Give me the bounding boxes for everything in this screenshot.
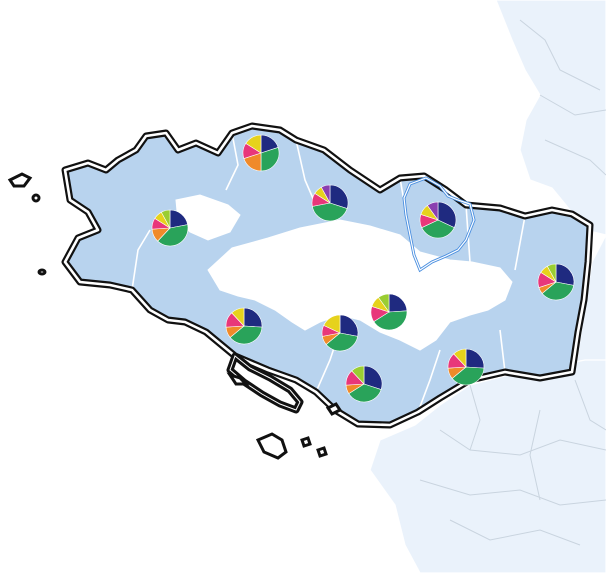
pie-slice-lime [351, 365, 365, 385]
zone-pie-charts [151, 134, 575, 403]
pie-slice-violet [427, 201, 439, 221]
island-west [31, 193, 41, 203]
pie-slice-green [260, 147, 280, 172]
neighbour-border-lines [419, 19, 606, 546]
pie-slice-yellow [245, 134, 262, 154]
pie-chart-zone-6[interactable] [225, 307, 263, 345]
pie-slice-navy [555, 263, 575, 286]
pie-slice-yellow [453, 348, 467, 368]
pie-slice-navy [465, 348, 485, 369]
pie-chart-zone-5[interactable] [537, 263, 575, 301]
pie-chart-zone-7[interactable] [321, 314, 359, 352]
pie-slice-navy [363, 365, 383, 390]
pie-slice-lime [160, 209, 171, 229]
pie-chart-zone-4[interactable] [419, 201, 457, 239]
coastline-inner-line [63, 124, 592, 427]
pie-slice-yellow [231, 307, 245, 327]
pie-slice-green [348, 383, 382, 403]
pie-slice-green [421, 219, 455, 239]
islands [7, 172, 343, 460]
pie-slice-violet [320, 184, 331, 204]
pie-chart-zone-10[interactable] [345, 365, 383, 403]
pie-slice-green [311, 202, 348, 222]
central-unshaded-area [207, 219, 513, 351]
pie-slice-green [157, 224, 189, 247]
pie-slice-green [451, 366, 485, 386]
pie-slice-green [325, 332, 359, 352]
pie-slice-navy [339, 314, 359, 337]
pie-slice-navy [243, 307, 263, 328]
pie-slice-green [541, 281, 575, 301]
pie-slice-lime [378, 293, 390, 313]
pie-chart-zone-2[interactable] [242, 134, 280, 172]
pie-slice-green [229, 325, 263, 345]
island-belle-ile [255, 432, 288, 460]
pie-chart-zone-9[interactable] [447, 348, 485, 386]
pie-slice-navy [437, 201, 457, 229]
neighbour-north-east [495, 0, 606, 236]
pie-slice-navy [329, 184, 349, 209]
island-north-west [7, 172, 33, 188]
neighbouring-territory [369, 0, 606, 573]
island-south-3 [316, 446, 328, 458]
selected-zone-inner [403, 177, 475, 271]
island-south-4 [325, 402, 343, 416]
island-west-small [37, 268, 47, 276]
pie-chart-zone-8[interactable] [370, 293, 408, 331]
pie-slice-lime [546, 263, 557, 283]
island-south-coast-1 [226, 372, 250, 386]
pie-slice-green [373, 310, 408, 331]
pie-slice-yellow [323, 314, 341, 334]
pie-chart-zone-1[interactable] [151, 209, 189, 247]
pie-chart-zone-3[interactable] [311, 184, 349, 222]
island-south-2 [300, 436, 312, 448]
